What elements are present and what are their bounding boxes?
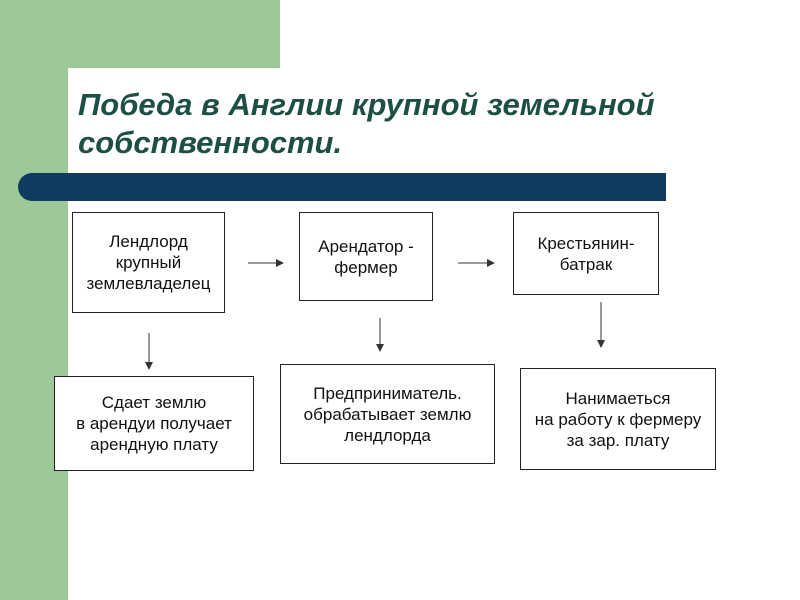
box-tenant-line-1: Арендатор - [318, 236, 414, 256]
box-landlord-line-1: Лендлорд [109, 232, 188, 251]
box-peasant: Крестьянин- батрак [513, 212, 659, 295]
slide-title-line-2: собственности. [78, 125, 343, 160]
box-tenant-desc-line-2: обрабатывает землю [303, 404, 472, 424]
box-peasant-desc-line-3: за зар. плату [566, 430, 670, 450]
box-landlord-desc-line-3: арендную плату [90, 435, 218, 454]
box-peasant-desc: Нанимаеться на работу к фермеру за зар. … [520, 368, 716, 470]
slide-title-line-1: Победа в Англии крупной земельной [78, 87, 655, 122]
box-peasant-desc-line-2: на работу к фермеру [534, 409, 702, 429]
box-landlord-desc-line-1: Сдает землю [101, 393, 207, 412]
box-tenant-desc-line-3: лендлорда [344, 425, 431, 445]
box-tenant-desc-line-1: Предприниматель. [313, 383, 462, 403]
box-landlord-line-3: землевладелец [86, 274, 211, 293]
decorative-green-strip [0, 0, 68, 600]
box-peasant-line-1: Крестьянин- [537, 233, 635, 253]
title-underline-bar [18, 173, 666, 201]
slide-title: Победа в Англии крупной земельной собств… [78, 86, 778, 162]
box-landlord-desc: Сдает землю в арендуи получает арендную … [54, 376, 254, 471]
box-landlord: Лендлорд крупный землевладелец [72, 212, 225, 313]
box-landlord-line-2: крупный [115, 253, 182, 272]
box-tenant-line-2: фермер [334, 257, 398, 277]
decorative-green-block [68, 0, 280, 68]
box-tenant-desc: Предприниматель. обрабатывает землю ленд… [280, 364, 495, 464]
box-landlord-desc-line-2: в арендуи получает [76, 414, 232, 433]
box-peasant-desc-line-1: Нанимаеться [565, 388, 671, 408]
box-tenant: Арендатор - фермер [299, 212, 433, 301]
box-peasant-line-2: батрак [559, 254, 613, 274]
